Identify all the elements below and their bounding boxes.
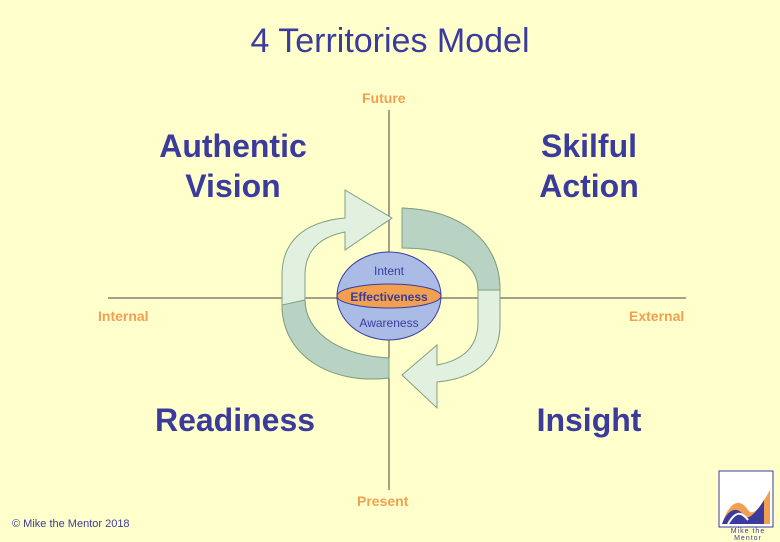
axis-label-future: Future xyxy=(362,90,406,106)
page-title: 4 Territories Model xyxy=(250,22,530,60)
mentor-logo-icon xyxy=(718,470,774,528)
quadrant-readiness: Readiness xyxy=(154,402,316,438)
quadrant-authentic-vision: Authentic Vision xyxy=(159,128,307,204)
axis-label-external: External xyxy=(629,308,685,324)
center-ellipse: Intent Effectiveness Awareness xyxy=(336,251,442,341)
logo-text: Mike the Mentor xyxy=(730,528,766,542)
copyright-text: © Mike the Mentor 2018 xyxy=(12,518,130,530)
center-top-label: Intent xyxy=(374,264,405,278)
left-cycle-arrow xyxy=(281,189,393,380)
quadrant-insight: Insight xyxy=(536,402,642,438)
center-middle-label: Effectiveness xyxy=(350,290,428,304)
axis-label-present: Present xyxy=(357,493,409,509)
center-bottom-label: Awareness xyxy=(359,316,418,330)
right-cycle-arrow xyxy=(401,207,501,410)
axis-label-internal: Internal xyxy=(98,308,149,324)
quadrant-skilful-action: Skilful Action xyxy=(539,128,639,204)
